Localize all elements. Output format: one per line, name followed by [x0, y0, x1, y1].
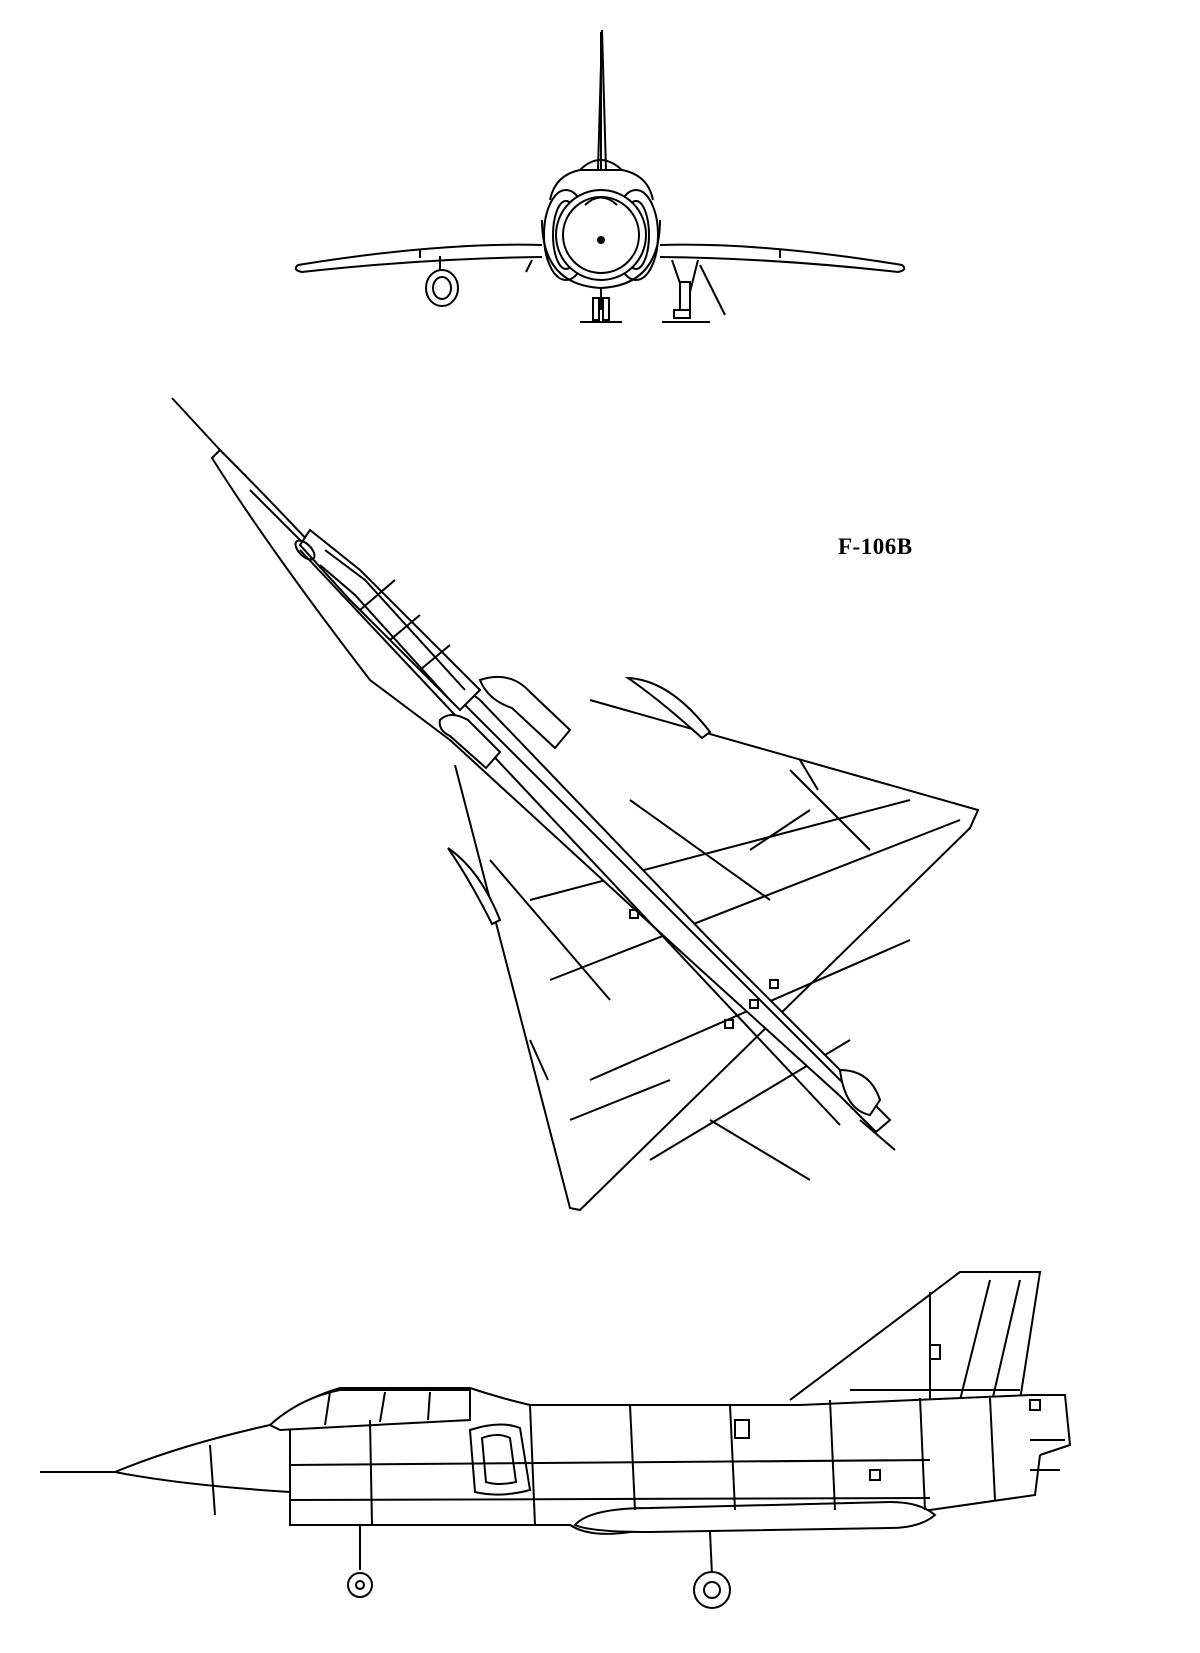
side-view-drawing — [30, 1270, 1170, 1630]
plan-view-drawing — [150, 380, 1050, 1280]
drawing-title-label: F-106B — [838, 534, 913, 559]
front-view-drawing — [280, 20, 920, 350]
